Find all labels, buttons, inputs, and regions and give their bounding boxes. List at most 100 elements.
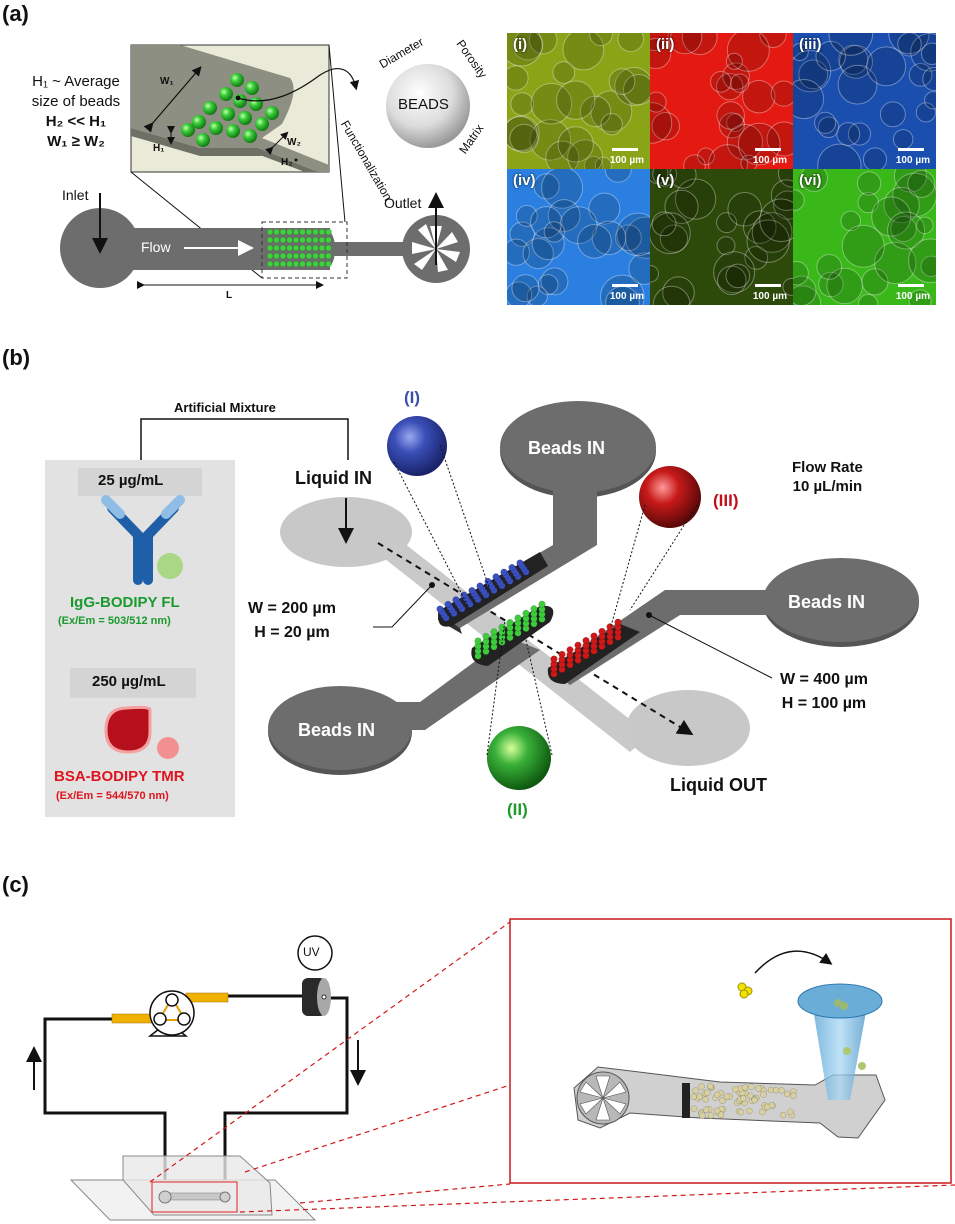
- bead-particle: [507, 65, 529, 91]
- bead-particle: [652, 285, 691, 305]
- bead-particle: [528, 33, 558, 55]
- packed-bead: [492, 573, 500, 581]
- bead-particle: [798, 59, 829, 90]
- bead-particle: [766, 121, 793, 157]
- bead-particle: [782, 277, 793, 296]
- packed-bead: [312, 228, 319, 236]
- packed-bead: [748, 1083, 755, 1090]
- liquid-out-port: [626, 690, 750, 766]
- bead-particle: [669, 169, 697, 189]
- bead-particle: [531, 227, 565, 261]
- bead-particle: [871, 196, 912, 237]
- bead-particle: [793, 43, 809, 61]
- beads-property-diagram: [386, 64, 470, 148]
- bead-particle: [650, 212, 691, 255]
- bead-particle: [547, 199, 581, 232]
- packed-bead: [783, 1090, 791, 1098]
- uv-detector-label: UV: [303, 945, 320, 959]
- panel-a: [60, 44, 470, 289]
- packed-bead: [299, 236, 306, 244]
- bead-particle: [622, 74, 650, 106]
- packed-bead: [690, 1093, 697, 1100]
- bead-particle: [726, 33, 770, 72]
- bead-particle: [740, 154, 758, 169]
- bead-particle: [562, 33, 605, 71]
- tubing-loop: [43, 994, 349, 1198]
- bead-particle: [814, 111, 837, 134]
- packed-bead: [312, 236, 319, 244]
- bead-type-iii: [639, 466, 701, 528]
- packed-bead: [484, 577, 492, 585]
- scale-bar-label: 100 µm: [609, 155, 644, 166]
- bead-particle: [650, 169, 669, 184]
- bead-particle: [893, 169, 927, 193]
- packed-bead: [266, 228, 274, 236]
- bead-particle: [509, 221, 535, 247]
- flow-label: Flow: [141, 239, 171, 255]
- dim-small: W = 200 µm H = 20 µm: [248, 597, 336, 645]
- bead-particle: [541, 169, 584, 209]
- micrograph-label: (vi): [799, 172, 822, 189]
- bead-particle: [557, 126, 594, 163]
- scale-bar: [755, 284, 781, 287]
- micrograph-6: (vi)100 µm: [793, 169, 936, 305]
- scale-bar-label: 100 µm: [752, 155, 787, 166]
- packed-bead: [702, 1106, 710, 1113]
- bead-particle: [800, 169, 828, 192]
- packed-bead: [498, 623, 506, 631]
- bead-type-i-label: (I): [404, 388, 421, 407]
- packed-bead: [292, 252, 300, 260]
- bead-type-i: [387, 416, 447, 476]
- bead-particle: [616, 212, 650, 257]
- packed-bead: [266, 252, 274, 260]
- packed-bead: [692, 1087, 699, 1094]
- packed-bead: [741, 1084, 749, 1091]
- bead-particle: [847, 122, 872, 146]
- bead-particle: [675, 178, 717, 220]
- packed-bead: [273, 236, 280, 244]
- panel-label-b: (b): [2, 345, 31, 370]
- bead-particle: [908, 238, 936, 284]
- bead-particle: [879, 101, 906, 128]
- bead-particle: [509, 123, 539, 154]
- packed-bead: [751, 1096, 758, 1104]
- micrograph-texture: [793, 33, 936, 169]
- bead-particle: [718, 112, 745, 139]
- packed-bead: [522, 609, 530, 617]
- bead-particle: [650, 91, 667, 113]
- bead-particle: [839, 44, 873, 79]
- packed-bead: [764, 1103, 771, 1111]
- bead-particle: [507, 33, 543, 67]
- packed-bead: [550, 655, 558, 663]
- packed-bead: [707, 1112, 715, 1119]
- packed-bead: [696, 1093, 703, 1100]
- bsa-name: BSA-BODIPY TMR: [54, 768, 185, 785]
- packed-bead: [713, 1107, 721, 1115]
- igg-exem: (Ex/Em = 503/512 nm): [58, 615, 171, 627]
- packed-bead: [305, 260, 313, 268]
- bead-particle: [683, 154, 706, 169]
- packed-bead: [318, 260, 326, 268]
- bead-particle: [818, 271, 844, 298]
- packed-bead: [279, 244, 287, 252]
- packed-bead: [305, 244, 313, 252]
- bead-particle: [716, 236, 736, 256]
- transfer-arrow: [754, 950, 833, 974]
- packed-bead: [286, 228, 293, 236]
- bead-particle: [567, 139, 604, 169]
- packed-bead: [699, 1112, 706, 1119]
- flow-rate-value: 10 µL/min: [792, 478, 863, 495]
- packed-bead: [452, 596, 460, 604]
- packed-bead: [273, 260, 280, 268]
- bead-particle: [897, 33, 922, 57]
- bead-particle: [552, 61, 576, 84]
- bead-particle: [507, 281, 533, 305]
- bead-particle: [883, 186, 920, 224]
- bead-particle: [742, 80, 776, 114]
- condition-h1: H₁ ~ Average: [32, 73, 120, 90]
- packed-bead: [318, 244, 326, 252]
- packed-bead: [299, 260, 306, 268]
- bead-particle: [722, 62, 750, 90]
- panel-b: [45, 401, 919, 817]
- bead-particle: [841, 224, 885, 268]
